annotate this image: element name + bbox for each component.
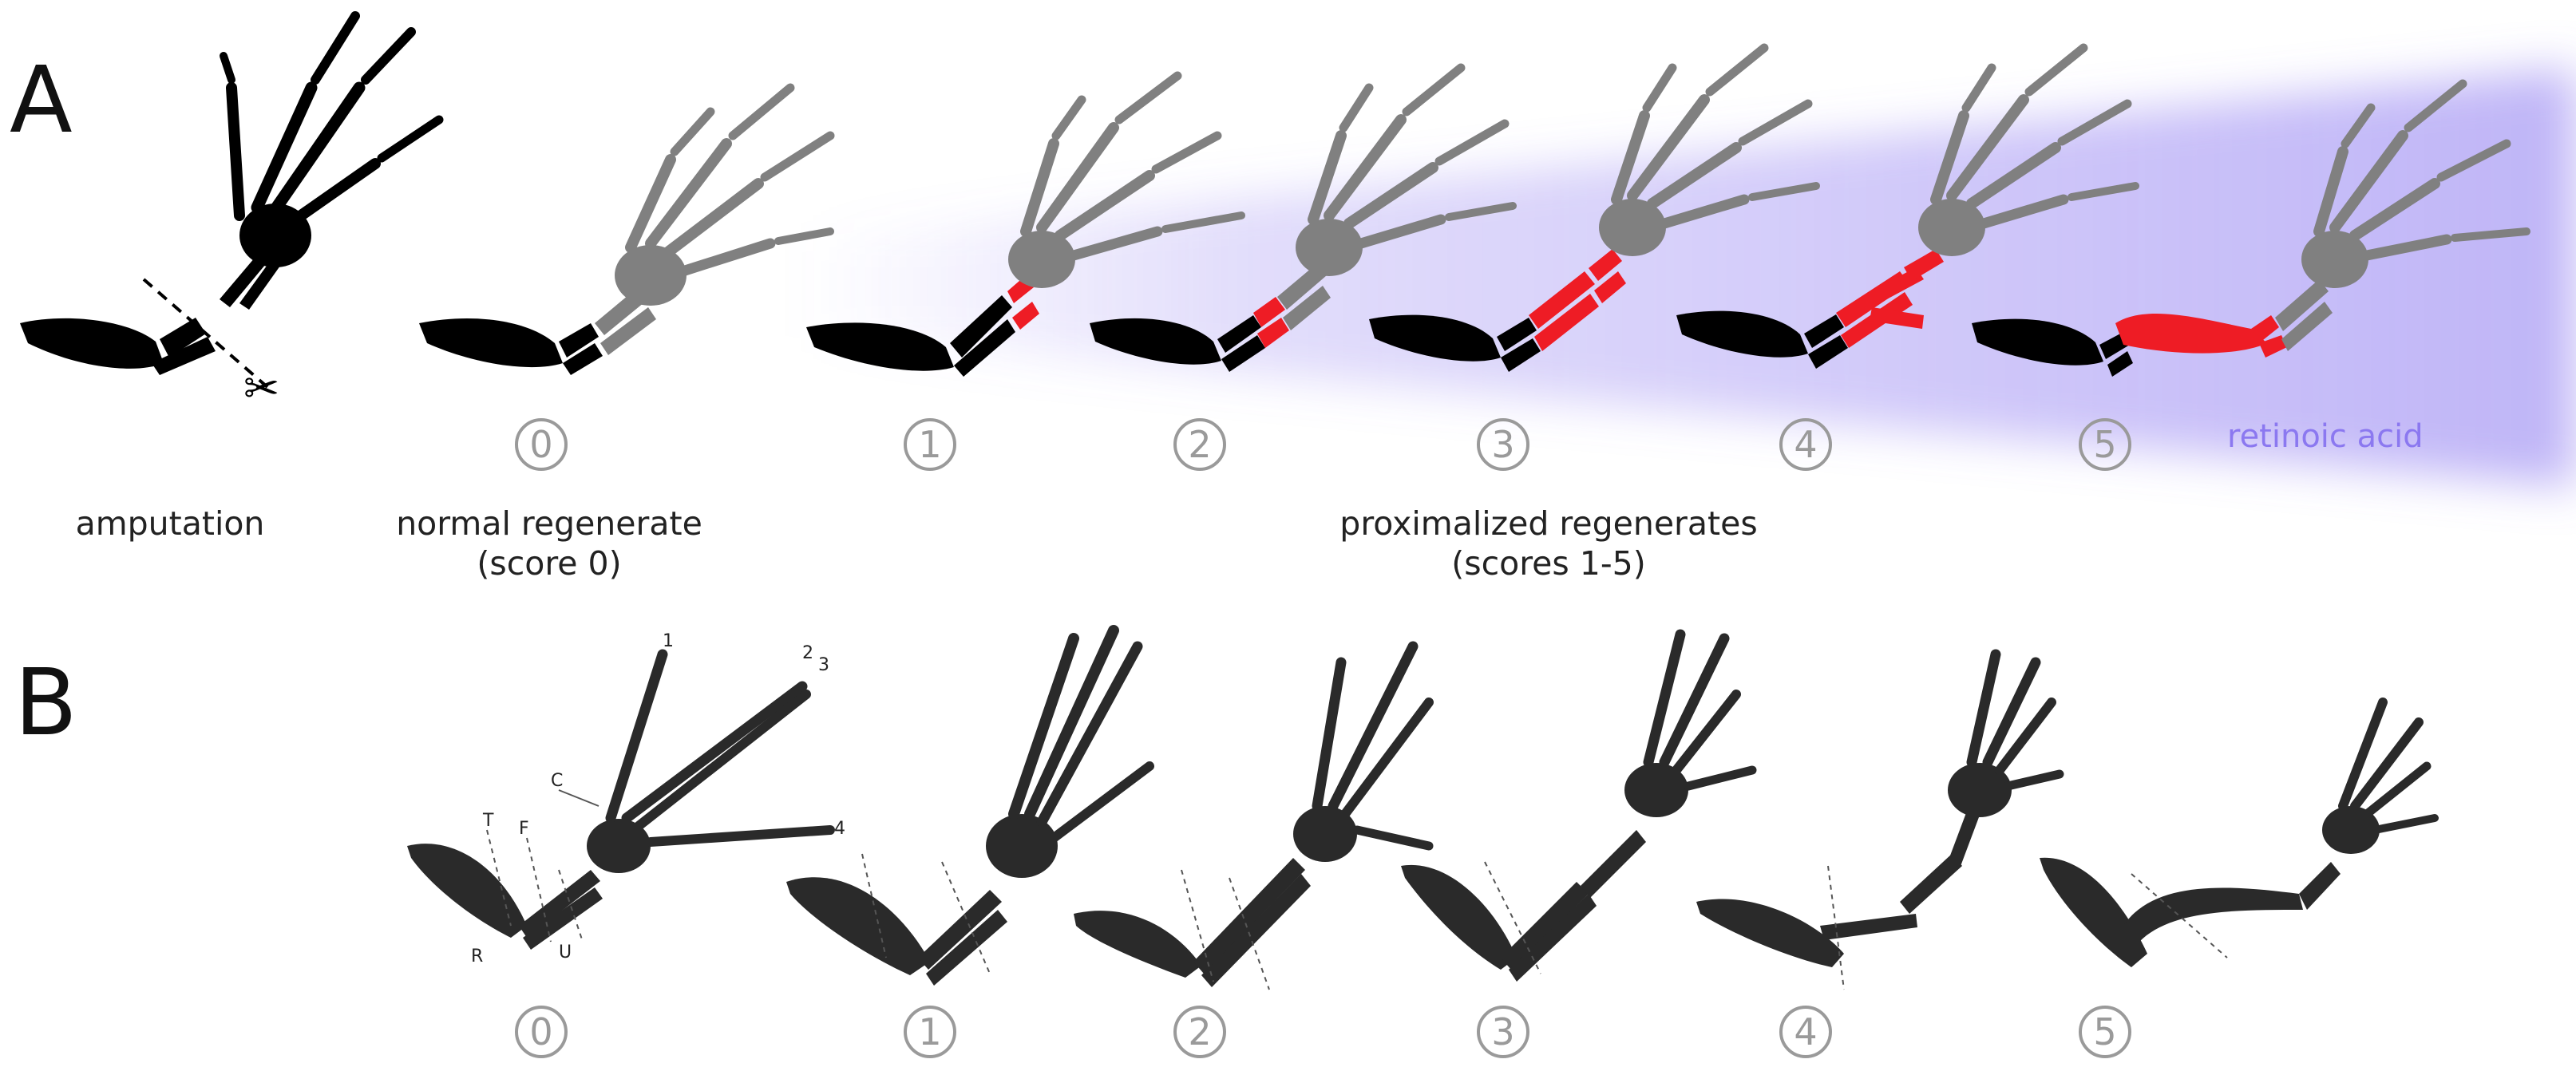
score-marker-b-5: 5 xyxy=(2079,1006,2131,1058)
score-number: 0 xyxy=(529,423,552,466)
score-marker-a-5: 5 xyxy=(2079,418,2131,471)
amputated-hand xyxy=(220,11,444,310)
regenerate-diagram-1 xyxy=(806,71,1245,377)
score-marker-b-3: 3 xyxy=(1477,1006,1529,1058)
specimen-labels: 1 2 3 4 C T F U R xyxy=(471,631,845,966)
regenerate-diagram-3 xyxy=(1369,43,1820,372)
score-number: 3 xyxy=(1491,423,1514,466)
score-number: 4 xyxy=(1794,1010,1817,1053)
score-number: 2 xyxy=(1188,1010,1211,1053)
score-marker-b-2: 2 xyxy=(1173,1006,1226,1058)
specimen-photo-5 xyxy=(2040,698,2439,967)
score-number: 2 xyxy=(1188,423,1211,466)
specimen-photo-4 xyxy=(1696,649,2064,990)
score-number: 5 xyxy=(2093,1010,2116,1053)
regenerate-diagram-0 xyxy=(419,83,835,375)
specimen-photo-0 xyxy=(407,649,835,950)
score-marker-a-2: 2 xyxy=(1173,418,1226,471)
specimen-label: 2 xyxy=(802,643,813,663)
score-marker-a-1: 1 xyxy=(904,418,956,471)
regenerate-diagram-5 xyxy=(1972,79,2530,377)
score-number: 3 xyxy=(1491,1010,1514,1053)
caption-normal-regenerate: normal regenerate xyxy=(396,504,702,543)
caption-normal-score: (score 0) xyxy=(477,544,621,583)
retinoic-acid-gradient xyxy=(798,68,2576,487)
regenerate-diagram-2 xyxy=(1090,63,1517,372)
score-marker-a-4: 4 xyxy=(1779,418,1832,471)
score-number: 1 xyxy=(918,1010,941,1053)
score-number: 5 xyxy=(2093,423,2116,466)
retinoic-acid-label: retinoic acid xyxy=(2227,418,2424,455)
amputation-cut-line xyxy=(142,278,269,389)
caption-proximalized-scores: (scores 1-5) xyxy=(1451,544,1646,583)
specimen-label: 3 xyxy=(818,655,829,675)
specimen-label: F xyxy=(519,819,529,839)
specimen-label: 1 xyxy=(663,631,674,651)
specimen-label: U xyxy=(559,943,572,962)
specimen-photo-2 xyxy=(1074,641,1434,990)
score-marker-a-3: 3 xyxy=(1477,418,1529,471)
specimen-photo-1 xyxy=(786,625,1154,986)
score-marker-b-0: 0 xyxy=(515,1006,568,1058)
specimen-label: C xyxy=(551,771,563,791)
score-marker-a-0: 0 xyxy=(515,418,568,471)
amputation-stump xyxy=(20,318,216,375)
specimen-label: 4 xyxy=(834,819,845,839)
specimen-photo-3 xyxy=(1401,629,1757,982)
panel-b-letter: B xyxy=(14,650,77,757)
score-number: 4 xyxy=(1794,423,1817,466)
regenerate-diagram-4 xyxy=(1676,43,2139,369)
score-marker-b-1: 1 xyxy=(904,1006,956,1058)
specimen-label: R xyxy=(471,947,483,966)
score-number: 0 xyxy=(529,1010,552,1053)
scissors-icon: ✂ xyxy=(243,363,279,413)
score-marker-b-4: 4 xyxy=(1779,1006,1832,1058)
caption-proximalized-regenerates: proximalized regenerates xyxy=(1339,504,1757,543)
caption-amputation: amputation xyxy=(76,504,265,543)
score-number: 1 xyxy=(918,423,941,466)
panel-a-letter: A xyxy=(10,47,73,154)
specimen-label: T xyxy=(482,811,494,831)
